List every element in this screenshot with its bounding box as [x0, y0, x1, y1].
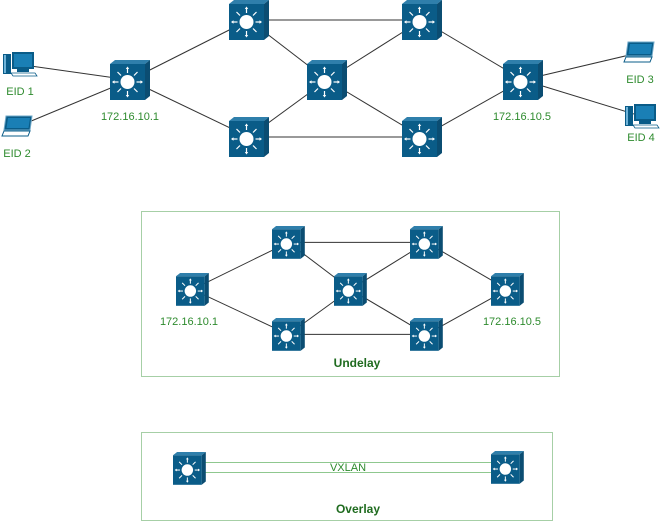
layer3-switch-icon-o1: [172, 451, 207, 486]
layer3-switch-icon-o2: [490, 450, 525, 485]
laptop-icon-eid3: [623, 41, 655, 63]
layer3-switch-icon-s1: [109, 59, 151, 101]
layer3-switch-icon-u2: [271, 225, 306, 260]
eid3-label: EID 3: [626, 74, 654, 86]
layer3-switch-icon-u3: [271, 317, 306, 352]
eid4-label: EID 4: [627, 132, 655, 144]
switch-s1-label: 172.16.10.1: [101, 111, 159, 123]
layer3-switch-icon-u7: [490, 272, 525, 307]
vxlan-tunnel-label: VXLAN: [330, 462, 366, 474]
layer3-switch-icon-u5: [409, 225, 444, 260]
underlay-panel: [141, 211, 560, 377]
layer3-switch-icon-s7: [502, 59, 544, 101]
overlay-title: Overlay: [336, 502, 380, 516]
switch-u1-label: 172.16.10.1: [160, 316, 218, 328]
layer3-switch-icon-s4: [306, 59, 348, 101]
laptop-icon-eid2: [1, 115, 33, 137]
eid1-label: EID 1: [6, 86, 34, 98]
layer3-switch-icon-u6: [409, 317, 444, 352]
layer3-switch-icon-u4: [333, 272, 368, 307]
layer3-switch-icon-u1: [175, 272, 210, 307]
switch-s7-label: 172.16.10.5: [493, 111, 551, 123]
layer3-switch-icon-s5: [401, 0, 443, 41]
switch-u7-label: 172.16.10.5: [483, 316, 541, 328]
layer3-switch-icon-s6: [401, 116, 443, 158]
desktop-pc-icon-eid1: [2, 51, 38, 77]
underlay-title: Undelay: [334, 356, 381, 370]
eid2-label: EID 2: [3, 148, 31, 160]
desktop-pc-icon-eid4: [624, 103, 660, 129]
layer3-switch-icon-s3: [228, 116, 270, 158]
layer3-switch-icon-s2: [228, 0, 270, 41]
